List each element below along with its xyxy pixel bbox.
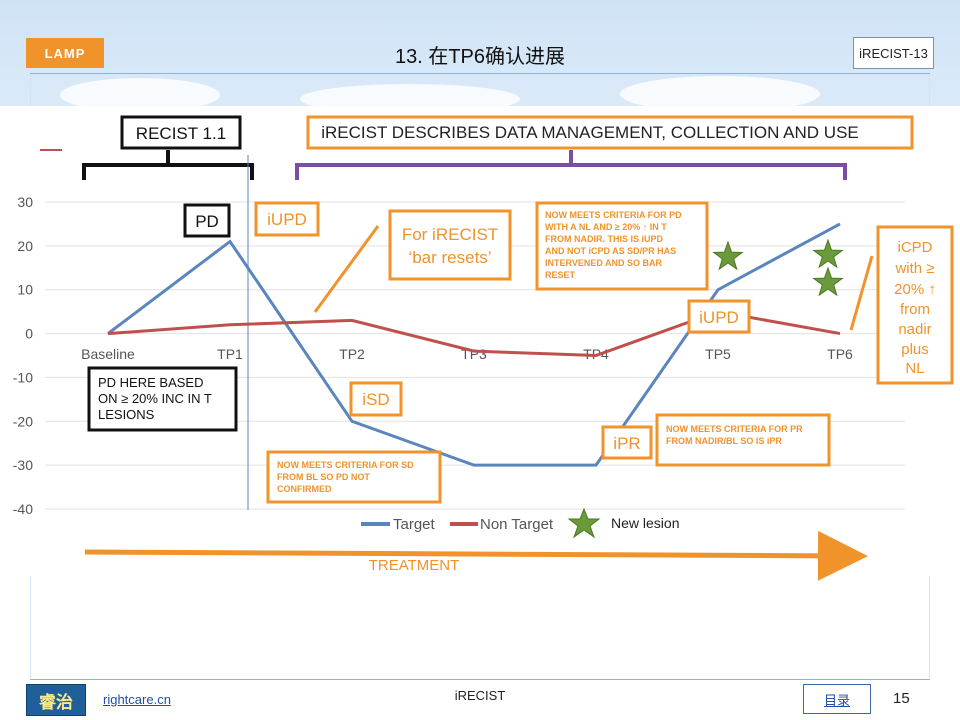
iupd-tp5-label: iUPD — [699, 308, 739, 327]
pr-note-box — [655, 413, 831, 467]
nadir-note-line-6: RESET — [545, 270, 576, 280]
y-tick-label: -30 — [13, 457, 33, 473]
iupd-tp5-box — [687, 299, 751, 334]
bar-resets-line-2: ‘bar resets’ — [408, 248, 491, 267]
page-title: 13. 在TP6确认进展 — [394, 46, 566, 68]
y-tick-label: -10 — [13, 369, 33, 385]
y-tick-label: 20 — [17, 238, 33, 254]
sd-note-line-3: CONFIRMED — [277, 484, 332, 494]
pd-here-line-3: LESIONS — [98, 407, 155, 422]
pd-box — [183, 203, 231, 238]
ipr-label: iPR — [613, 434, 640, 453]
nadir-note-line-5: INTERVENED AND SO BAR — [545, 258, 663, 268]
icpd-line-4: from — [900, 301, 930, 318]
iupd-tp1-box — [254, 201, 320, 237]
pd-here-line-2: ON ≥ 20% INC IN T — [98, 391, 212, 406]
y-tick-label: 10 — [17, 282, 33, 298]
pr-note-line-1: NOW MEETS CRITERIA FOR PR — [666, 424, 803, 434]
x-tick-label: TP5 — [705, 346, 731, 362]
x-tick-label: Baseline — [81, 346, 135, 362]
sd-note-box — [266, 450, 442, 504]
bar-resets-box — [388, 209, 512, 281]
legend-star-icon — [567, 507, 601, 539]
new-lesion-star-icon — [812, 266, 844, 297]
nadir-note-box — [535, 201, 709, 291]
legend-target-label: Target — [393, 516, 436, 533]
x-tick-label: TP6 — [827, 346, 853, 362]
icpd-line-6: plus — [901, 341, 929, 358]
recist-bracket — [82, 150, 254, 180]
icpd-line-3: 20% ↑ — [894, 281, 936, 298]
lamp-badge: LAMP — [26, 38, 104, 68]
pd-here-line-1: PD HERE BASED — [98, 375, 203, 390]
footer-title: iRECIST — [454, 688, 506, 703]
slide-code-badge: iRECIST-13 — [853, 37, 934, 69]
ipr-box — [601, 425, 653, 460]
recist-label: RECIST 1.1 — [136, 124, 226, 143]
y-tick-label: 30 — [17, 194, 33, 210]
treatment-arrow — [84, 530, 868, 581]
y-tick-label: -40 — [13, 501, 33, 517]
new-lesion-star-icon — [812, 238, 844, 269]
y-tick-labels: 30 20 10 0 -10 -20 -30 -40 — [13, 194, 33, 517]
isd-box — [349, 381, 403, 417]
y-tick-label: -20 — [13, 413, 33, 429]
icpd-line-5: nadir — [898, 321, 931, 338]
nadir-note-line-2: WITH A NL AND ≥ 20% ↑ IN T — [545, 222, 667, 232]
new-lesion-star-icon — [712, 240, 744, 271]
pd-label: PD — [195, 212, 219, 231]
treatment-label: TREATMENT — [369, 557, 460, 574]
brand-logo: 睿治 — [26, 684, 86, 716]
pr-note-line-2: FROM NADIR/BL SO IS iPR — [666, 436, 782, 446]
website-link[interactable]: rightcare.cn — [103, 692, 171, 707]
x-tick-label: TP1 — [217, 346, 243, 362]
chart-panel — [0, 106, 960, 576]
footer-divider — [30, 679, 930, 680]
sd-note-line-2: FROM BL SO PD NOT — [277, 472, 370, 482]
page-number: 15 — [893, 690, 910, 707]
x-tick-label: TP2 — [339, 346, 365, 362]
irecist-header-label: iRECIST DESCRIBES DATA MANAGEMENT, COLLE… — [321, 123, 859, 142]
toc-button[interactable]: 目录 — [803, 684, 871, 714]
bar-resets-pointer — [313, 225, 380, 313]
iupd-tp1-label: iUPD — [267, 210, 307, 229]
irecist-bracket — [295, 150, 847, 180]
nadir-note-line-3: FROM NADIR. THIS IS iUPD — [545, 234, 664, 244]
icpd-box — [876, 225, 954, 385]
irecist-header-box — [306, 115, 914, 150]
pd-here-box — [87, 366, 238, 432]
series-line-target — [107, 222, 841, 467]
isd-label: iSD — [362, 390, 389, 409]
legend-non-target-label: Non Target — [480, 516, 554, 533]
y-tick-label: 0 — [25, 326, 33, 342]
sd-note-line-1: NOW MEETS CRITERIA FOR SD — [277, 460, 414, 470]
recist-box — [120, 115, 242, 150]
bar-resets-line-1: For iRECIST — [402, 225, 498, 244]
nadir-note-line-1: NOW MEETS CRITERIA FOR PD — [545, 210, 682, 220]
icpd-pointer — [849, 255, 874, 331]
nadir-note-line-4: AND NOT iCPD AS SD/PR HAS — [545, 246, 676, 256]
legend-new-lesion-label: New lesion — [611, 515, 679, 531]
icpd-line-2: with ≥ — [894, 260, 934, 277]
icpd-line-7: NL — [905, 360, 924, 377]
header-divider — [30, 73, 930, 74]
icpd-line-1: iCPD — [897, 239, 932, 256]
